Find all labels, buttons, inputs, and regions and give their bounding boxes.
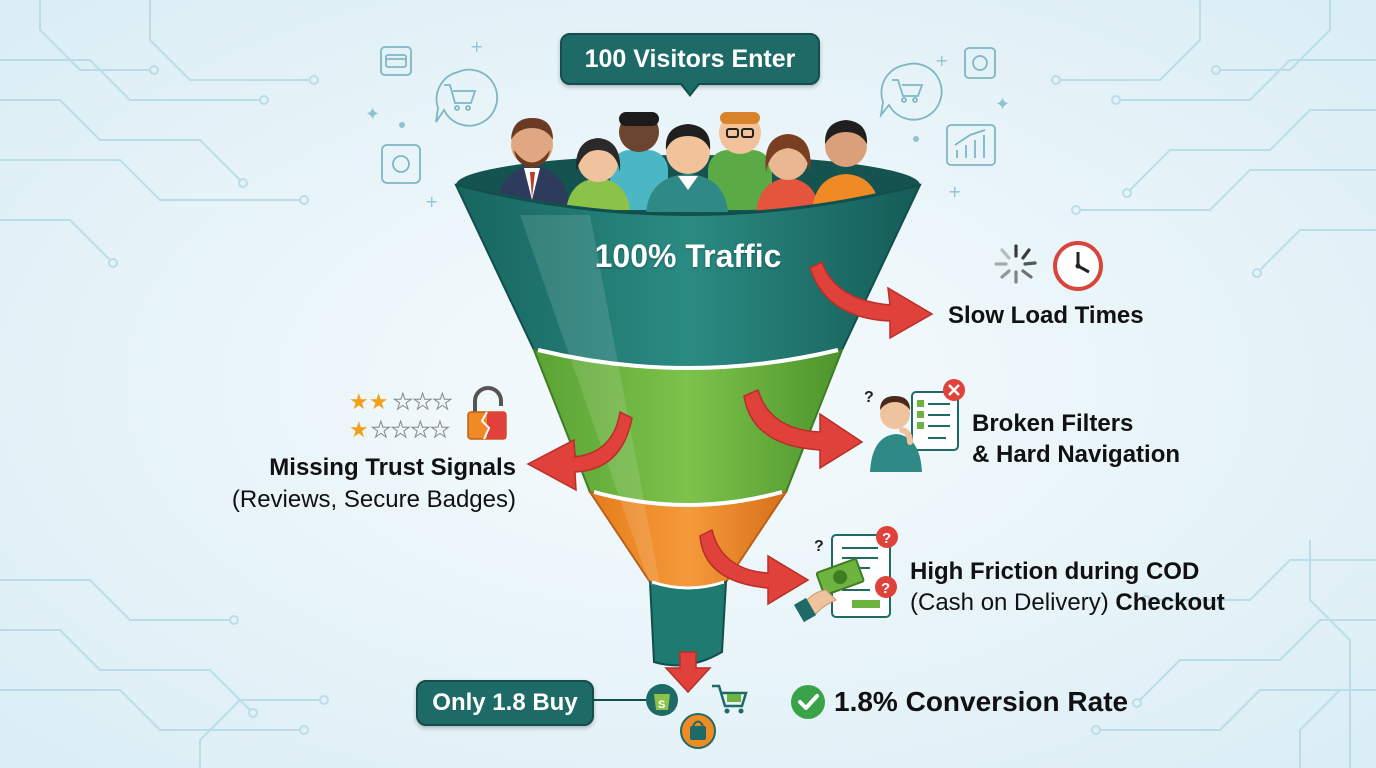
cod-friction-line2-bold: Checkout <box>1115 589 1225 616</box>
svg-text:✦: ✦ <box>365 104 380 125</box>
broken-filters-label: Broken Filters & Hard Navigation <box>972 408 1180 470</box>
svg-text:+: + <box>425 192 438 211</box>
growth-chart-icon <box>946 124 996 166</box>
svg-text:★★★: ★★★ <box>393 390 452 415</box>
person <box>646 124 728 212</box>
svg-text:+: + <box>948 182 961 201</box>
shopping-bag-icon <box>680 713 716 749</box>
broken-lock-icon <box>467 386 507 440</box>
check-circle-icon <box>791 685 825 719</box>
shopping-cart-icon <box>712 684 748 714</box>
svg-text:?: ? <box>882 530 891 547</box>
loading-spinner-icon <box>994 244 1037 284</box>
cod-friction-line1: High Friction during COD <box>910 558 1200 585</box>
arrow-slow-load <box>809 260 934 340</box>
cod-friction-line2: (Cash on Delivery) Checkout <box>910 587 1225 618</box>
visitors-group <box>496 112 880 212</box>
star-rating-icon: ★★★★★ ★★★★★ <box>349 390 453 444</box>
robot-frame-icon <box>381 144 421 184</box>
svg-text:★: ★ <box>349 418 369 443</box>
conversion-rate-label: 1.8% Conversion Rate <box>834 686 1128 718</box>
conversion-rate-text: 1.8% Conversion Rate <box>834 686 1129 717</box>
credit-card-icon <box>380 46 412 76</box>
arrow-missing-trust <box>526 410 633 492</box>
gear-icon <box>964 47 996 79</box>
clock-icon <box>1053 241 1103 291</box>
slow-load-label: Slow Load Times <box>948 302 1144 329</box>
visitors-enter-badge: 100 Visitors Enter <box>560 33 820 97</box>
shopify-bag-icon: S <box>646 684 678 716</box>
buyers-badge-text: Only 1.8 Buy <box>432 689 578 716</box>
sparkles: + ✦ + + ✦ + <box>365 37 1010 211</box>
cod-friction-label: High Friction during COD (Cash on Delive… <box>910 556 1225 618</box>
missing-trust-line2: (Reviews, Secure Badges) <box>231 486 516 513</box>
svg-text:+: + <box>470 37 483 56</box>
person <box>756 134 820 212</box>
broken-filters-line1: Broken Filters <box>972 410 1134 437</box>
svg-text:✦: ✦ <box>995 94 1010 115</box>
arrow-down-buyers <box>664 651 712 694</box>
missing-trust-line1: Missing Trust Signals <box>269 454 516 481</box>
svg-text:★★: ★★ <box>349 390 388 415</box>
cart-bubble-right-icon <box>879 62 943 121</box>
svg-text:?: ? <box>864 389 874 406</box>
cart-bubble-icon <box>435 68 499 127</box>
cod-friction-line2-regular: (Cash on Delivery) <box>910 589 1116 616</box>
arrow-broken-filters <box>743 388 864 470</box>
svg-text:?: ? <box>814 538 824 555</box>
person <box>566 138 630 210</box>
cash-in-hand-icon: ? ? ? <box>793 526 898 623</box>
arrow-cod-friction <box>699 528 810 606</box>
traffic-label: 100% Traffic <box>594 238 782 274</box>
person-suit <box>496 118 570 210</box>
buyers-badge: Only 1.8 Buy <box>416 680 594 726</box>
visitors-enter-text: 100 Visitors Enter <box>584 44 796 73</box>
svg-text:S: S <box>658 699 665 711</box>
leak-arrows <box>526 260 934 694</box>
confused-user-icon: ? <box>864 379 965 472</box>
svg-text:★★★★: ★★★★ <box>371 418 450 443</box>
person <box>708 112 772 210</box>
missing-trust-label: Missing Trust Signals (Reviews, Secure B… <box>200 452 516 516</box>
svg-text:+: + <box>935 51 948 70</box>
broken-filters-line2: & Hard Navigation <box>972 441 1181 468</box>
svg-text:?: ? <box>881 580 890 597</box>
